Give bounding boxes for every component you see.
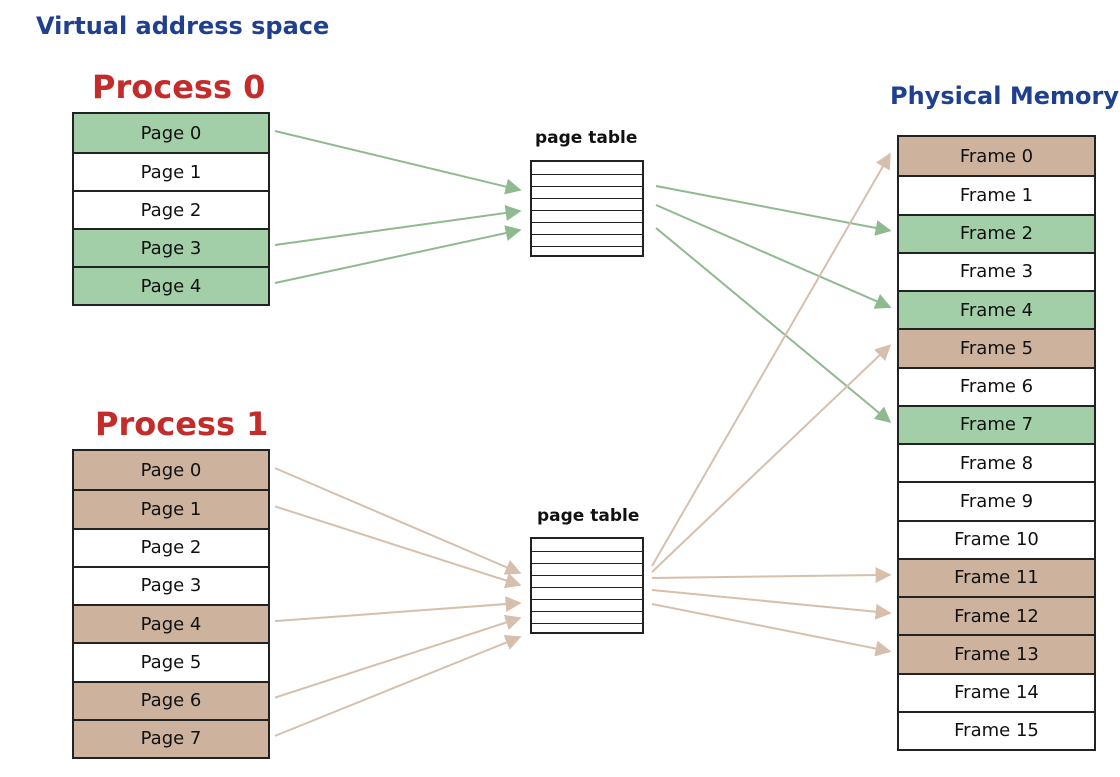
physical-frame-12: Frame 12 [899,596,1094,635]
process1-page-7: Page 7 [74,718,268,757]
process1-page-4: Page 4 [74,604,268,643]
page-table-0-row-6 [532,234,642,246]
arrow-process1-page-4 [274,596,522,623]
page-table-1-row-4 [532,587,642,599]
process1-page-6: Page 6 [74,680,268,719]
process1-page-0: Page 0 [74,451,268,490]
page-table-0-row-7 [532,246,642,258]
page-table-1-row-1 [532,551,642,563]
physical-frame-3: Frame 3 [899,251,1094,290]
page-table-1-title: page table [537,506,640,526]
physical-frame-7: Frame 7 [899,404,1094,443]
page-table-0-row-2 [532,186,642,198]
process0-page-1: Page 1 [74,152,268,190]
arrow-process1-page-7 [274,634,522,737]
arrow-process0-page-4 [274,225,522,284]
page-table-0-row-0 [532,162,642,174]
physical-frame-11: Frame 11 [899,557,1094,596]
physical-frame-9: Frame 9 [899,481,1094,520]
page-table-0-row-1 [532,174,642,186]
page-table-0-row-4 [532,210,642,222]
arrow-table1-frame-0 [651,152,891,567]
process1-title: Process 1 [95,405,269,443]
arrow-table1-frame-12 [651,589,892,620]
page-table-1-row-5 [532,599,642,611]
process1-page-3: Page 3 [74,565,268,604]
page-table-1-row-6 [532,611,642,623]
arrow-table0-frame-2 [655,185,892,236]
arrow-process1-page-6 [274,614,522,699]
page-table-0-title: page table [535,128,638,148]
page-table-1 [530,537,644,634]
process1-page-2: Page 2 [74,527,268,566]
physical-frame-2: Frame 2 [899,213,1094,252]
arrow-table0-frame-7 [655,227,892,423]
process0-page-3: Page 3 [74,228,268,266]
physical-frame-0: Frame 0 [899,137,1094,176]
process1-page-1: Page 1 [74,489,268,528]
page-table-0-row-5 [532,222,642,234]
physical-frame-5: Frame 5 [899,328,1094,367]
arrow-process1-page-0 [274,467,522,575]
physical-memory-title: Physical Memory [890,82,1119,110]
page-table-0-row-3 [532,198,642,210]
page-table-1-row-0 [532,539,642,551]
arrow-process0-page-0 [274,130,522,195]
page-table-1-row-2 [532,563,642,575]
physical-frame-4: Frame 4 [899,290,1094,329]
physical-frame-14: Frame 14 [899,672,1094,711]
process0-page-4: Page 4 [74,266,268,304]
physical-frame-15: Frame 15 [899,710,1094,749]
page-table-1-row-7 [532,623,642,635]
page-table-0 [530,160,644,257]
process0-page-0: Page 0 [74,114,268,152]
arrow-table1-frame-11 [651,567,892,584]
arrow-table1-frame-13 [651,603,892,657]
process0-page-2: Page 2 [74,190,268,228]
process0-title: Process 0 [92,68,266,106]
arrow-process1-page-1 [274,505,522,589]
arrow-table1-frame-5 [651,344,892,573]
process1-page-5: Page 5 [74,642,268,681]
physical-frame-1: Frame 1 [899,175,1094,214]
physical-frame-13: Frame 13 [899,634,1094,673]
physical-frame-8: Frame 8 [899,443,1094,482]
physical-frame-6: Frame 6 [899,366,1094,405]
arrow-process0-page-3 [274,205,522,246]
arrow-table0-frame-4 [655,204,892,309]
page-table-1-row-3 [532,575,642,587]
virtual-address-space-title: Virtual address space [36,12,330,40]
physical-frame-10: Frame 10 [899,519,1094,558]
